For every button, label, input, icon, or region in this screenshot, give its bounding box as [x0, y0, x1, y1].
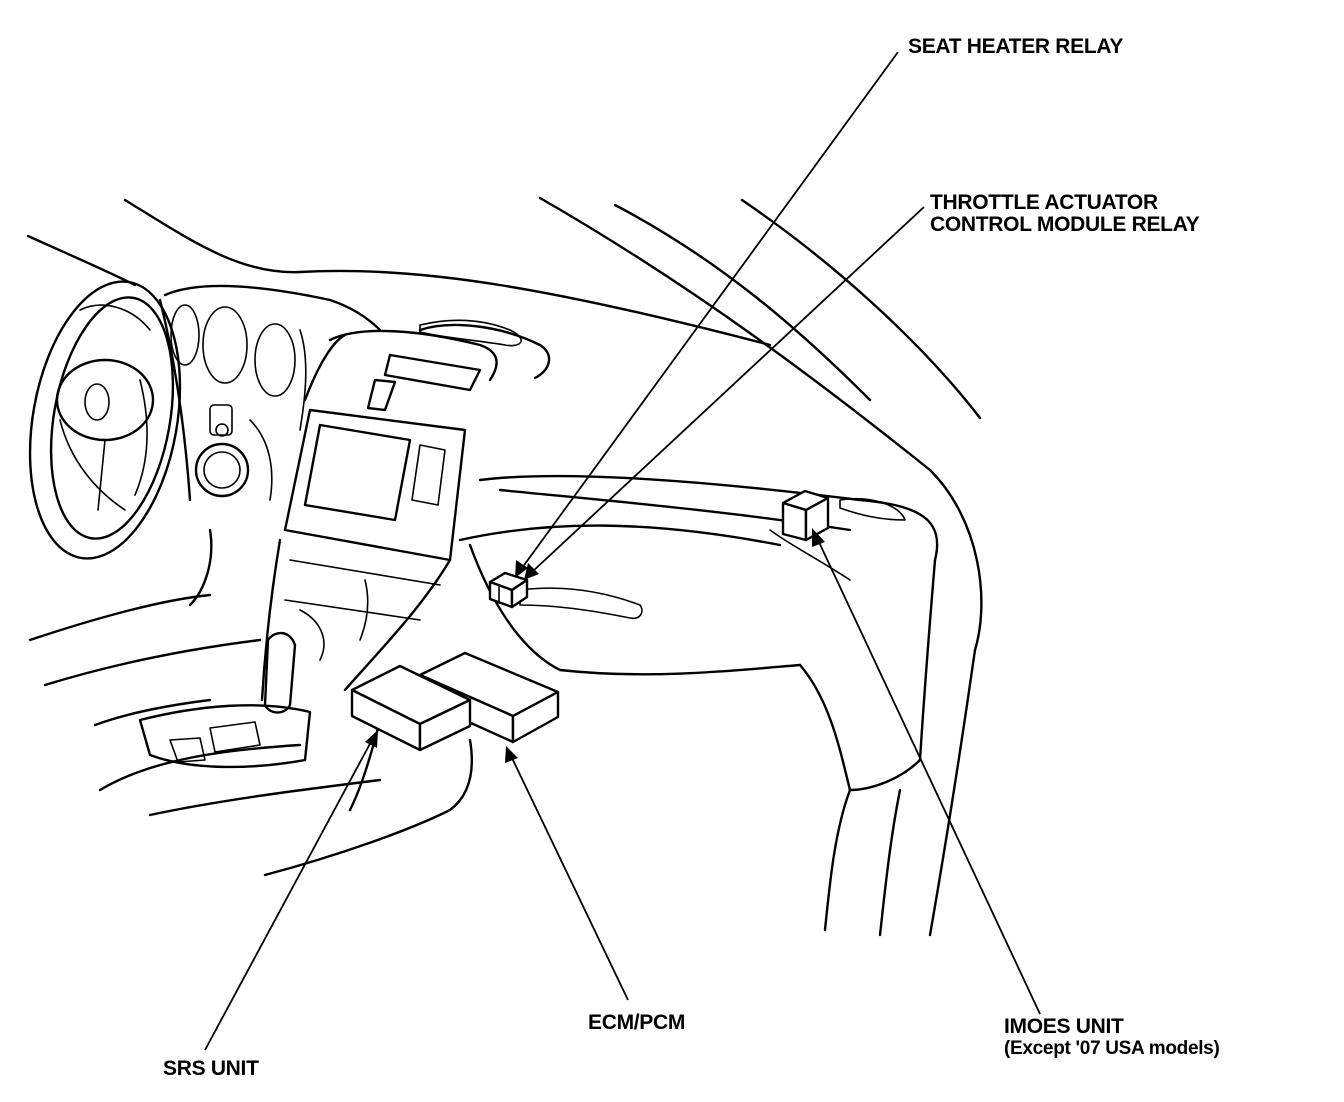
imoes-label-line2: (Except '07 USA models)	[1004, 1038, 1220, 1059]
imoes-unit-component	[781, 489, 830, 542]
windshield-lines	[26, 196, 983, 937]
ecm-pcm-label: ECM/PCM	[588, 1012, 685, 1034]
leader-lines	[204, 51, 1041, 1051]
center-stack	[260, 329, 498, 702]
throttle-label-line2: CONTROL MODULE RELAY	[930, 213, 1200, 236]
imoes-label-line1: IMOES UNIT	[1004, 1015, 1124, 1038]
srs-unit-label: SRS UNIT	[163, 1058, 259, 1080]
seat-heater-relay-component	[488, 571, 529, 609]
imoes-unit-label: IMOES UNIT (Except '07 USA models)	[1004, 1015, 1220, 1060]
srs-unit-text: SRS UNIT	[163, 1057, 259, 1080]
seat-heater-relay-text: SEAT HEATER RELAY	[908, 35, 1124, 58]
ecm-pcm-text: ECM/PCM	[588, 1011, 686, 1034]
srs-unit-component	[350, 664, 472, 752]
shift-console	[28, 528, 382, 817]
instrument-cluster	[158, 284, 382, 502]
throttle-label-line1: THROTTLE ACTUATOR	[930, 191, 1158, 214]
throttle-actuator-relay-label: THROTTLE ACTUATOR CONTROL MODULE RELAY	[930, 191, 1200, 236]
passenger-dash	[418, 319, 939, 937]
seat-heater-relay-label: SEAT HEATER RELAY	[908, 36, 1123, 58]
steering-wheel	[28, 280, 182, 560]
